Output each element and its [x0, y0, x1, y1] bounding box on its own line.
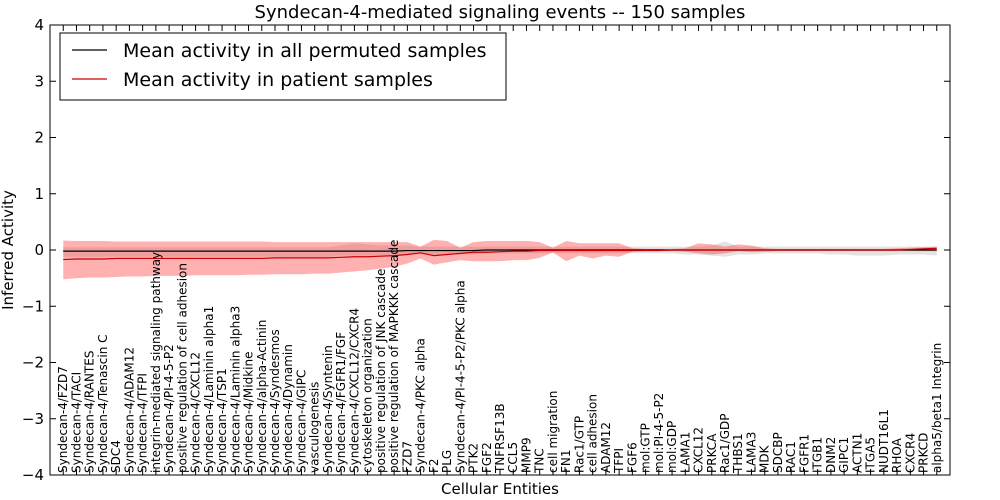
y-tick-label: 3: [34, 72, 44, 90]
x-tick-label: TNC: [533, 448, 547, 474]
x-tick-label: Syndecan-4/TSP1: [215, 368, 229, 473]
y-axis-ticks: −4 −3 −2 −1 0 1 2 3 4: [22, 16, 950, 484]
x-tick-label: TFPI: [612, 448, 626, 474]
x-tick-label: Syndecan-4/PKC alpha: [414, 338, 428, 473]
x-tick-label: Syndecan-4/Laminin alpha3: [228, 306, 242, 473]
band-series-0: [63, 241, 937, 257]
x-tick-label: FZD7: [400, 441, 414, 473]
x-tick-label: Syndecan-4/Syntenin: [321, 345, 335, 473]
x-tick-label: mol:PI-4-5-P2: [652, 393, 666, 473]
x-tick-label: FGFR1: [797, 434, 811, 473]
x-tick-label: PTK2: [467, 443, 481, 473]
x-tick-label: FGF2: [480, 442, 494, 473]
x-tick-label: PRKCA: [705, 433, 719, 473]
x-tick-label: Syndecan-4/RANTES: [83, 351, 97, 473]
x-tick-label: positive regulation of JNK cascade: [374, 269, 388, 473]
chart-title: Syndecan-4-mediated signaling events -- …: [255, 2, 746, 23]
x-tick-label: TNFRSF13B: [493, 403, 507, 474]
legend-label-patient: Mean activity in patient samples: [123, 69, 433, 91]
x-tick-label: GIPC1: [837, 437, 851, 473]
series-lines: [63, 247, 937, 261]
x-tick-label: ITGB1: [811, 437, 825, 473]
x-tick-label: LAMA1: [678, 432, 692, 473]
x-tick-label: vasculogenesis: [308, 382, 322, 473]
y-tick-label: 4: [34, 16, 44, 34]
x-tick-label: Syndecan-4/FZD7: [56, 366, 70, 473]
x-tick-label: FN1: [559, 449, 573, 473]
x-tick-label: RAC1: [784, 441, 798, 473]
y-tick-label: −1: [22, 297, 44, 315]
y-tick-label: 1: [34, 185, 44, 203]
x-tick-label: integrin-mediated signaling pathway: [149, 252, 163, 473]
legend: Mean activity in all permuted samples Me…: [59, 32, 507, 101]
x-tick-label: Syndecan-4/Syndesmos: [268, 329, 282, 473]
x-tick-label: Syndecan-4/CXCL12/CXCR4: [347, 308, 361, 473]
x-tick-label: F2: [427, 458, 441, 473]
y-tick-label: −4: [22, 466, 44, 484]
x-tick-label: Syndecan-4/FGFR1/FGF: [334, 332, 348, 473]
x-tick-label: SDC4: [109, 440, 123, 473]
legend-frame: [59, 32, 507, 101]
x-tick-label: Syndecan-4/alpha-Actinin: [255, 320, 269, 473]
x-tick-label: SDCBP: [771, 432, 785, 473]
x-tick-label: Syndecan-4/TACI: [69, 372, 83, 473]
line-series-1: [63, 247, 937, 261]
x-tick-label: Syndecan-4/ADAM12: [122, 347, 136, 473]
x-tick-label: MMP9: [519, 437, 533, 473]
x-tick-label: Syndecan-4/TFPI: [136, 373, 150, 473]
x-tick-label: cell adhesion: [586, 394, 600, 473]
x-tick-label: RHOA: [890, 437, 904, 473]
x-tick-label: Rac1/GTP: [572, 416, 586, 473]
x-tick-label: positive regulation of cell adhesion: [175, 263, 189, 473]
x-tick-label: Syndecan-4/Dynamin: [281, 344, 295, 473]
x-tick-label: Syndecan-4/CXCL12: [189, 352, 203, 473]
x-tick-label: alpha5/beta1 Integrin: [930, 343, 944, 473]
x-tick-label: cytoskeleton organization: [361, 318, 375, 473]
legend-label-permuted: Mean activity in all permuted samples: [123, 40, 486, 62]
x-tick-label: LAMA3: [744, 432, 758, 473]
x-tick-label: cell migration: [546, 391, 560, 473]
x-tick-label: Syndecan-4/PI-4-5-P2/PKC alpha: [453, 280, 467, 473]
x-tick-label: CXCR4: [903, 433, 917, 473]
x-tick-label: ACTN1: [850, 433, 864, 473]
x-tick-label: DNM2: [824, 437, 838, 473]
x-tick-label: Syndecan-4/Tenascin C: [96, 334, 110, 473]
x-tick-label: CXCL12: [692, 427, 706, 473]
x-tick-label: NUDT16L1: [877, 409, 891, 473]
x-tick-label: Syndecan-4/Laminin alpha1: [202, 306, 216, 473]
x-tick-label: PRKCD: [917, 433, 931, 473]
x-tick-label: PLG: [440, 450, 454, 473]
x-tick-label: THBS1: [731, 433, 745, 474]
x-tick-label: Syndecan-4/Midkine: [242, 352, 256, 473]
x-tick-label: ADAM12: [599, 422, 613, 473]
x-tick-label: MDK: [758, 444, 772, 473]
x-tick-label: mol:GDP: [665, 421, 679, 473]
x-tick-label: ITGA5: [864, 437, 878, 473]
x-tick-label: Syndecan-4/GIPC: [294, 370, 308, 473]
x-tick-label: mol:GTP: [639, 423, 653, 473]
y-tick-label: 0: [34, 241, 44, 259]
y-tick-label: −2: [22, 354, 44, 372]
x-tick-label: positive regulation of MAPKKK cascade: [387, 240, 401, 473]
x-tick-label: FGF6: [625, 442, 639, 473]
y-tick-label: −3: [22, 410, 44, 428]
x-axis-label: Cellular Entities: [441, 480, 559, 498]
x-tick-label: Syndecan-4/PI-4-5-P2: [162, 344, 176, 473]
x-tick-label: CCL5: [506, 442, 520, 473]
y-axis-label: Inferred Activity: [0, 190, 17, 310]
x-tick-label: Rac1/GDP: [718, 414, 732, 473]
y-tick-label: 2: [34, 129, 44, 147]
